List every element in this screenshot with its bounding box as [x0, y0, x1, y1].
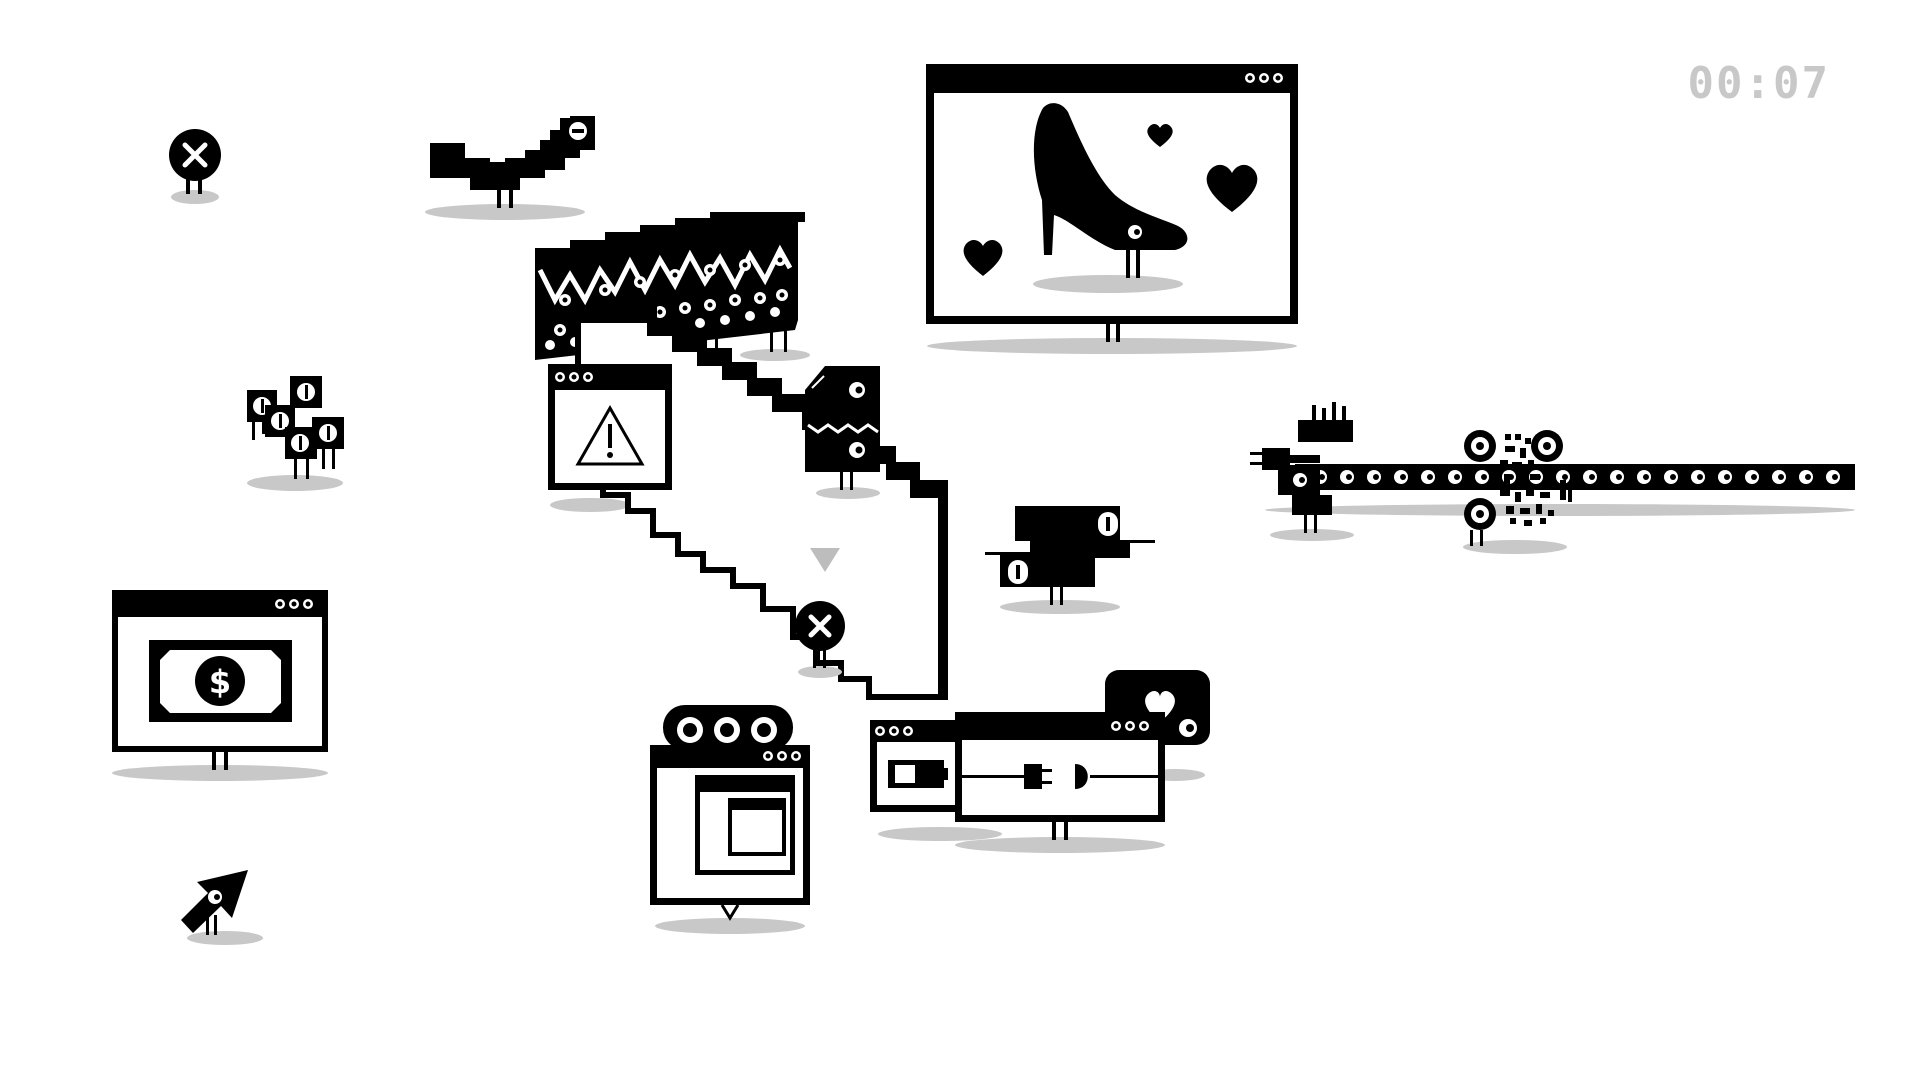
close-icon-creature[interactable]: [169, 129, 221, 204]
power-plug-icon: [962, 764, 1158, 789]
close-icon: [182, 142, 208, 168]
mouse-cursor-creature[interactable]: [181, 870, 263, 945]
high-heel-shoe-icon: [1033, 103, 1188, 255]
qr-code-creature[interactable]: [1463, 430, 1572, 554]
close-button-creature[interactable]: [795, 601, 845, 678]
game-timer: 00:07: [1687, 58, 1830, 109]
file-document-creature[interactable]: [805, 366, 880, 499]
qr-code-icon: [1500, 434, 1572, 526]
close-icon: [808, 614, 832, 638]
heart-icon: [963, 124, 1258, 276]
shoe-ad-window[interactable]: [926, 64, 1298, 354]
bar-creatures[interactable]: [985, 506, 1155, 614]
snake-conveyor[interactable]: [1265, 464, 1855, 516]
svg-text:$: $: [209, 663, 231, 701]
creature-cluster[interactable]: [247, 376, 344, 491]
plug-window[interactable]: [955, 712, 1165, 853]
popup-window-stack[interactable]: [548, 305, 948, 700]
money-ad-window[interactable]: $: [112, 590, 328, 781]
warning-triangle-icon: [575, 404, 645, 466]
oven-window-creature[interactable]: [650, 705, 810, 934]
plug-creature[interactable]: [1250, 402, 1354, 541]
dollar-bill-icon: $: [195, 656, 245, 706]
bird-creature[interactable]: [425, 116, 595, 220]
